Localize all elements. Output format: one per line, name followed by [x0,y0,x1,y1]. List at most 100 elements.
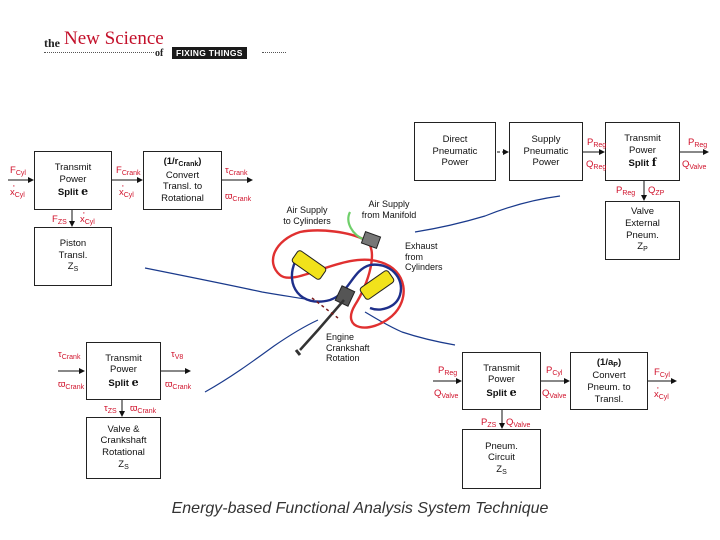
label-engine-3: Rotation [326,353,360,364]
var-tau-v8: τV8 [171,349,184,361]
piston-l2: Transl. [58,249,88,261]
cylinder-right [359,270,395,300]
var-xdot-cyl-4: xCyl [654,383,669,401]
var-w-crank-2: ϖCrank [58,379,85,391]
tp1-symbol: e [81,185,89,199]
piston-l3sub: S [73,266,79,274]
crank-end [294,349,302,356]
var-q-zp: QZP [648,185,665,197]
label-engine-crankshaft: Engine Crankshaft Rotation [326,332,370,364]
tp4-split: Split [486,387,507,399]
direct-l3: Power [441,157,469,169]
conv2-l2: Convert [592,370,626,382]
supply-l1: Supply [531,134,561,146]
tp2-line1: Transmit [624,133,661,145]
valve-l2: External [625,217,660,229]
tp4-line2: Power [488,374,515,386]
box-pneum-circuit: Pneum. Circuit ZS [462,429,541,489]
site-logo: the New Science of FIXING THINGS [44,28,294,60]
conv2-l1sub: P [613,361,618,369]
var-q-valve: QValve [682,159,707,171]
var-p-reg-4: PReg [438,365,458,377]
conv1-l1end: ) [198,156,202,168]
conv2-l4: Transl. [594,393,624,405]
var-w-crank-4: ϖCrank [130,403,157,415]
var-xdot-cyl-2: xCyl [119,181,134,199]
piston-l1: Piston [59,238,87,250]
box-convert-rotational: (1/rCrank) Convert Transl. to Rotational [143,151,222,210]
label-exhaust-1: Exhaust [405,241,438,251]
logo-dotted-rule [44,52,154,53]
supply-l3: Power [532,157,560,169]
hose-green [347,211,366,242]
valve-l4sub: P [643,246,648,254]
box-valve-crankshaft: Valve & Crankshaft Rotational ZS [86,417,161,479]
var-q-reg: QReg [586,159,607,171]
var-w-crank: ϖCrank [225,191,252,203]
var-tau-crank: τCrank [225,165,248,177]
conv2-l1: (1/a [596,356,614,368]
figure-caption: Energy-based Functional Analysis System … [171,500,549,517]
label-engine-1: Engine [326,332,355,342]
box-convert-transl: (1/aP) Convert Pneum. to Transl. [570,352,648,410]
box-transmit-power-1: Transmit Power Split e [34,151,112,210]
crankshaft [299,299,345,351]
tp3-line2: Power [110,364,137,376]
label-exhaust-3: Cylinders [405,262,443,273]
var-f-crank: FCrank [116,165,141,177]
manifold-fitting [360,230,382,250]
tp3-symbol: e [131,375,139,389]
tp4-line1: Transmit [483,362,520,374]
var-f-zs: FZS [52,214,67,226]
var-tau-crank-2: τCrank [58,349,81,361]
tp2-split: Split [628,158,650,170]
box-valve-external: Valve External Pneum. ZP [605,201,680,260]
var-p-zs: PZS [481,417,497,429]
valvecrank-l4: Z [118,458,125,470]
link-line-pneucirc [364,311,456,346]
label-air-man-2: from Manifold [361,209,417,220]
tp1-line2: Power [59,173,87,185]
label-exhaust-2: from [405,251,423,262]
conv1-l4: Rotational [161,193,204,205]
tp3-line1: Transmit [105,352,142,364]
link-line-piston [144,267,311,301]
box-transmit-power-4: Transmit Power Split e [462,352,541,410]
logo-dotted-rule-right [262,52,286,53]
engine-illustration [271,211,405,356]
var-w-crank-3: ϖCrank [165,379,192,391]
logo-of: of [155,48,164,59]
hose-blue [290,261,403,311]
link-line-valve [414,195,561,233]
valvecrank-l2: Crankshaft [100,435,147,447]
var-p-cyl: PCyl [546,365,563,377]
conv1-l1sub: Crank [178,161,199,169]
box-piston-transl: Piston Transl. ZS [34,227,112,286]
tp1-split: Split [57,187,79,199]
tp2-line2: Power [629,144,656,156]
direct-l2: Pneumatic [432,145,478,157]
piston-l3: Z [67,261,74,273]
valve-l4: Z [637,241,644,253]
tp1-line1: Transmit [54,162,92,174]
label-air-man-1: Air Supply [368,199,410,209]
var-p-reg-3: PReg [616,185,636,197]
conv1-l1: (1/r [163,156,179,168]
var-p-reg: PReg [587,137,607,149]
valve-l1: Valve [630,206,655,218]
valvecrank-l1: Valve & [107,423,140,435]
logo-new-science: New Science [64,28,164,49]
tp3-split: Split [108,377,129,389]
var-f-cyl: FCyl [10,165,26,177]
var-q-valve-3: QValve [542,388,567,400]
box-supply-pneumatic: Supply Pneumatic Power [509,122,583,181]
pneucirc-l1: Pneum. [485,440,518,452]
var-f-cyl-2: FCyl [654,367,670,379]
valve-l3: Pneum. [626,229,659,241]
box-transmit-power-2: Transmit Power Split f [605,122,680,181]
label-exhaust: Exhaust from Cylinders [405,241,443,273]
label-engine-2: Crankshaft [326,342,370,353]
logo-fixing-things: FIXING THINGS [172,47,247,59]
valvecrank-l3: Rotational [102,447,145,459]
label-air-cyl-1: Air Supply [286,205,328,215]
